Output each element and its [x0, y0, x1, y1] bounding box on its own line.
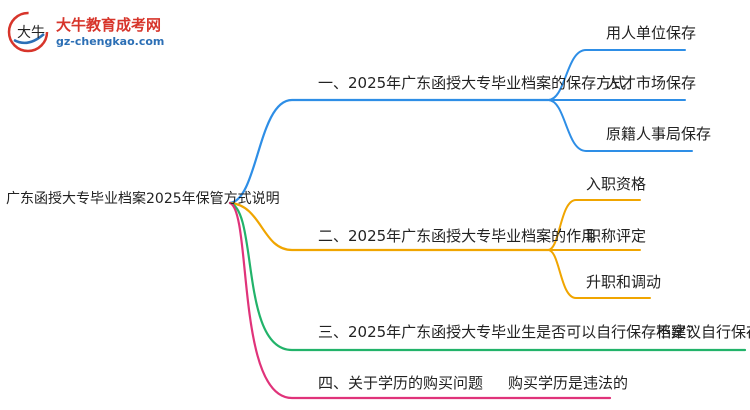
- branch-3-label: 三、2025年广东函授大专毕业生是否可以自行保存档案？: [318, 323, 702, 341]
- leaf-2-1-connector: [547, 199, 641, 251]
- brand-mark-icon: 大牛: [7, 11, 49, 53]
- leaf-1-3: 原籍人事局保存: [606, 125, 712, 143]
- branch-2-connector: [228, 201, 550, 252]
- leaf-2-1: 入职资格: [586, 175, 647, 193]
- branch-4-label: 四、关于学历的购买问题: [318, 374, 484, 392]
- leaf-4-1: 购买学历是违法的: [508, 374, 629, 392]
- branch-1-connector: [228, 98, 550, 205]
- brand-logo[interactable]: 大牛 大牛教育成考网 gz-chengkao.com: [6, 10, 164, 54]
- branch-4-connector: [228, 201, 612, 400]
- leaf-1-1: 用人单位保存: [606, 24, 697, 42]
- branch-3-connector: [228, 201, 747, 352]
- leaf-2-3: 升职和调动: [586, 273, 662, 291]
- branch-2-label: 二、2025年广东函授大专毕业档案的作用: [318, 227, 597, 245]
- leaf-2-3-connector: [547, 249, 651, 299]
- brand-url[interactable]: gz-chengkao.com: [56, 35, 165, 48]
- branch-1-label: 一、2025年广东函授大专毕业档案的保存方式: [318, 74, 627, 92]
- leaf-2-2: 职称评定: [586, 227, 647, 245]
- leaf-1-1-connector: [547, 49, 686, 101]
- root-topic: 广东函授大专毕业档案2025年保管方式说明: [6, 191, 280, 207]
- leaf-3-1: 不建议自行保存: [656, 323, 750, 341]
- leaf-1-2: 人才市场保存: [606, 74, 697, 92]
- brand-logo-text: 大牛: [17, 25, 45, 41]
- brand-name: 大牛教育成考网: [56, 16, 162, 34]
- leaf-1-3-connector: [547, 99, 693, 152]
